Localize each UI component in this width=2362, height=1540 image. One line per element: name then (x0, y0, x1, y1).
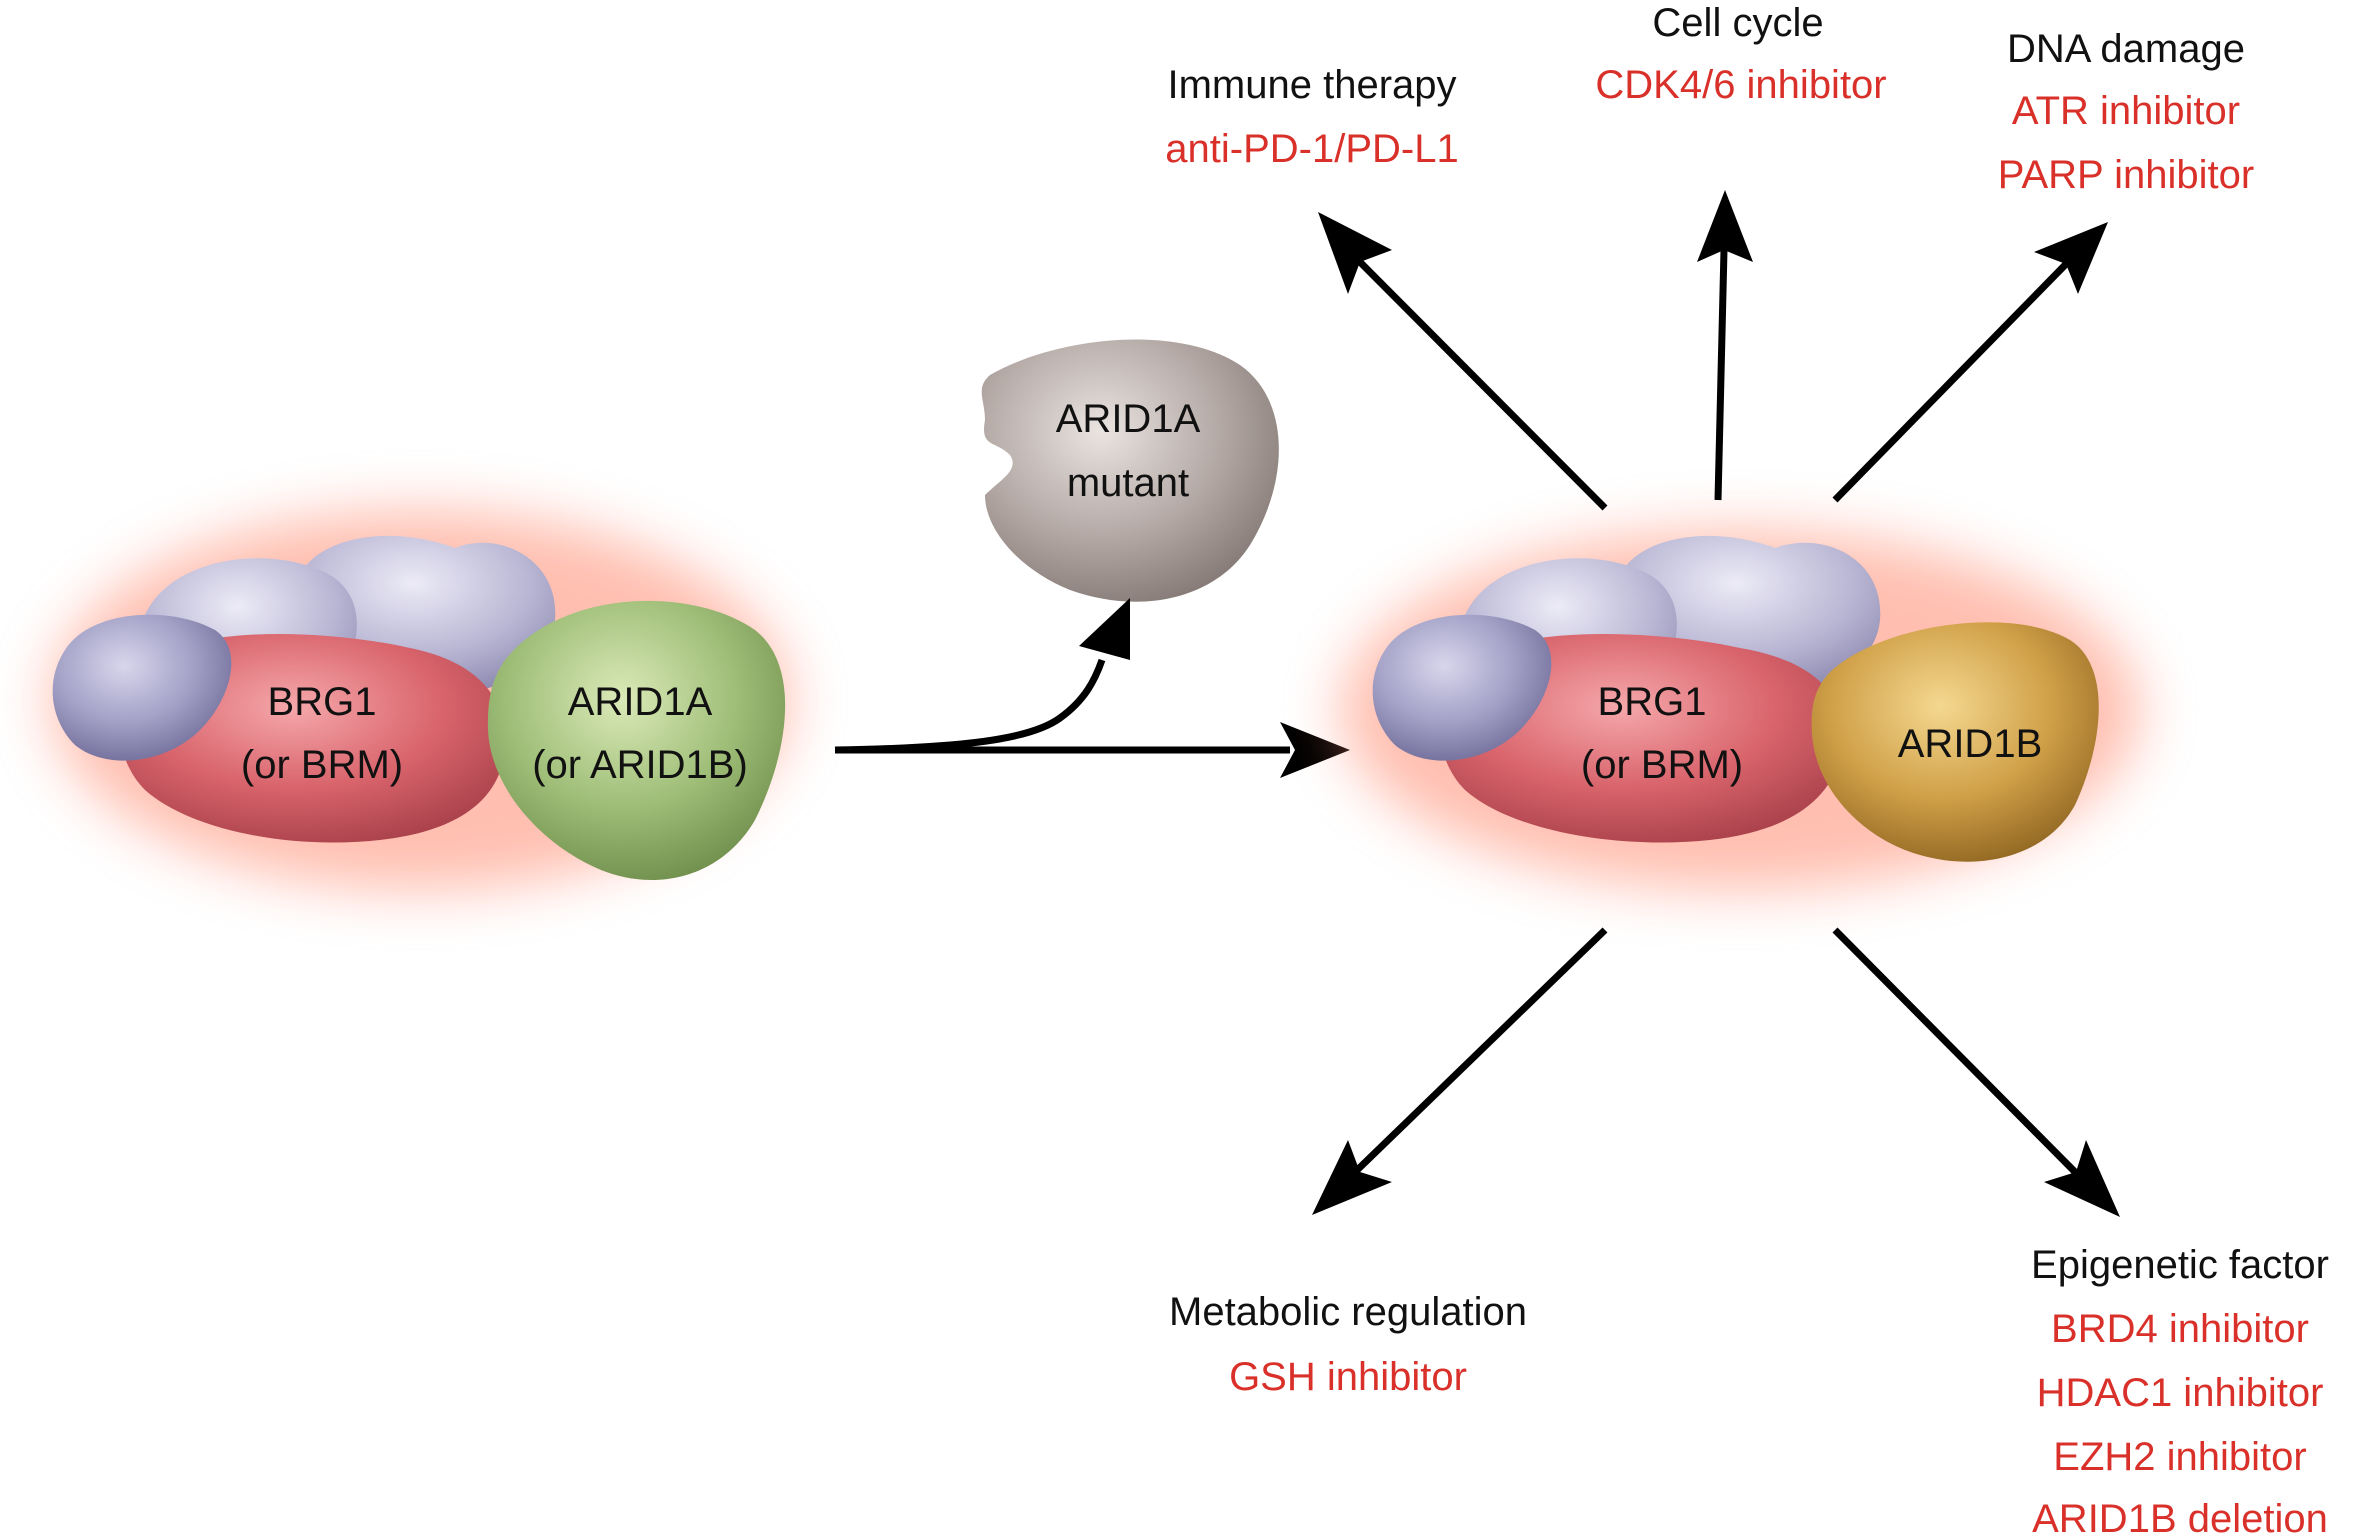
epigenetic-item-2: HDAC1 inhibitor (2037, 1371, 2324, 1415)
epigenetic-item-3: EZH2 inhibitor (2053, 1435, 2306, 1479)
branch-dna-damage: DNA damage ATR inhibitor PARP inhibitor (1998, 27, 2254, 197)
arrow-metabolic-head (1312, 1140, 1392, 1215)
arrow-to-mutant (834, 658, 1106, 754)
epigenetic-item-4: ARID1B deletion (2032, 1497, 2328, 1540)
transition-arrows (834, 598, 1350, 778)
branch-arrows (1312, 190, 2120, 1217)
arid1a-mutant-label: ARID1A (1056, 397, 1201, 441)
left-brg1-sublabel: (or BRM) (241, 743, 403, 787)
branch-immune: Immune therapy anti-PD-1/PD-L1 (1165, 63, 1458, 171)
arrow-dna-damage (1832, 259, 2071, 503)
arid1a-mutant-shape (981, 339, 1279, 602)
arrow-to-right-complex-head (1280, 722, 1350, 778)
right-brg1-sublabel: (or BRM) (1581, 743, 1743, 787)
left-arid1a-sublabel: (or ARID1B) (532, 743, 748, 787)
immune-title: Immune therapy (1167, 63, 1456, 107)
epigenetic-title: Epigenetic factor (2031, 1243, 2329, 1287)
left-complex: BRG1 (or BRM) ARID1A (or ARID1B) (50, 510, 790, 890)
right-arid1b-shape (1811, 622, 2099, 862)
dna-damage-title: DNA damage (2007, 27, 2245, 71)
dna-damage-item-2: PARP inhibitor (1998, 153, 2254, 197)
branch-metabolic: Metabolic regulation GSH inhibitor (1169, 1290, 1527, 1399)
left-subunit-front (52, 614, 232, 761)
branch-cell-cycle: Cell cycle CDK4/6 inhibitor (1595, 1, 1886, 107)
right-subunit-front (1372, 614, 1552, 761)
arrow-dna-damage-head (2034, 222, 2108, 294)
branch-epigenetic: Epigenetic factor BRD4 inhibitor HDAC1 i… (2031, 1243, 2329, 1540)
arrow-epigenetic-head (2044, 1140, 2120, 1217)
arrow-metabolic (1347, 927, 1608, 1180)
left-arid1a-label: ARID1A (568, 680, 713, 724)
arrow-cell-cycle-head (1697, 190, 1753, 262)
arrow-immune (1345, 247, 1608, 511)
right-arid1b-label: ARID1B (1898, 722, 2043, 766)
arrow-epigenetic (1832, 927, 2083, 1180)
immune-item-1: anti-PD-1/PD-L1 (1165, 127, 1458, 171)
cell-cycle-title: Cell cycle (1652, 1, 1823, 45)
cell-cycle-item-1: CDK4/6 inhibitor (1595, 63, 1886, 107)
right-brg1-label: BRG1 (1598, 680, 1707, 724)
right-complex: BRG1 (or BRM) ARID1B (1340, 530, 2140, 890)
arrow-to-mutant-head (1079, 598, 1130, 660)
arid1a-mutant: ARID1A mutant (981, 339, 1279, 602)
left-brg1-label: BRG1 (268, 680, 377, 724)
epigenetic-item-1: BRD4 inhibitor (2051, 1307, 2309, 1351)
dna-damage-item-1: ATR inhibitor (2012, 89, 2240, 133)
metabolic-item-1: GSH inhibitor (1229, 1355, 1467, 1399)
arrow-cell-cycle (1714, 249, 1728, 501)
arid1a-mutant-sublabel: mutant (1067, 461, 1189, 505)
arrow-immune-head (1318, 212, 1392, 294)
left-arid1a-shape (487, 600, 786, 880)
metabolic-title: Metabolic regulation (1169, 1290, 1527, 1334)
